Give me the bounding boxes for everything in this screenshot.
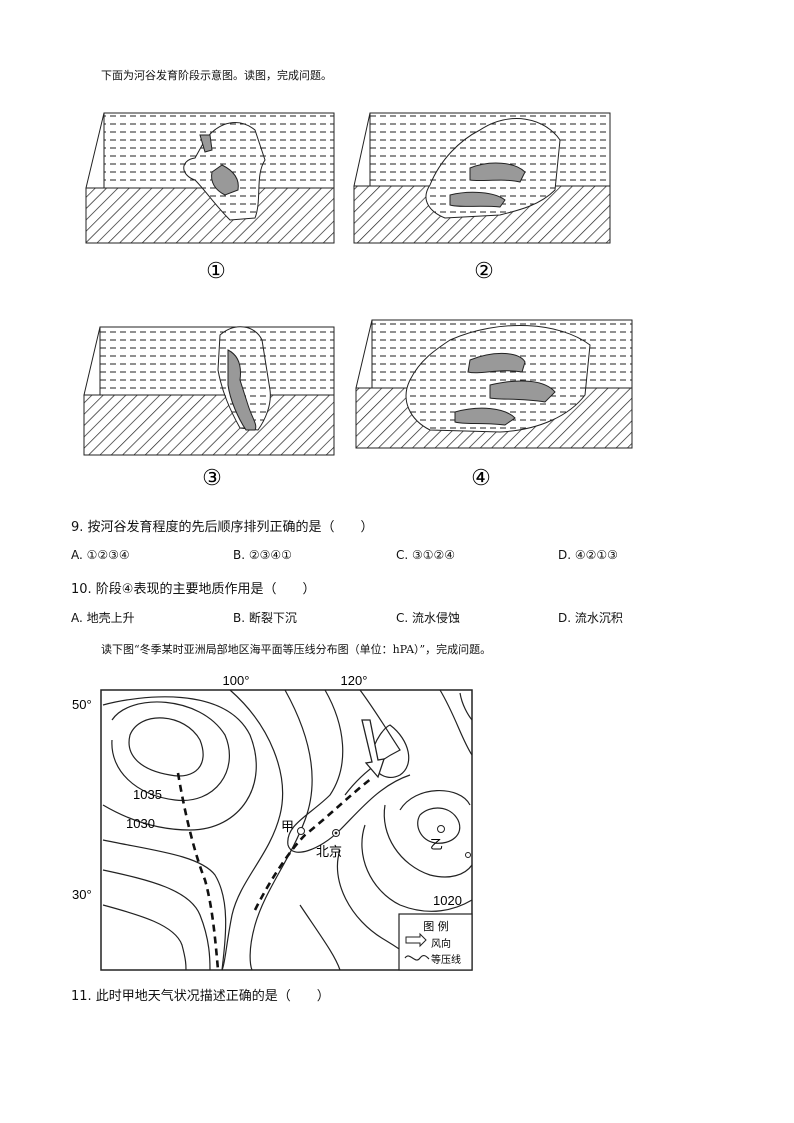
legend-isobar-label: 等压线 (431, 953, 461, 966)
question-9-option-a[interactable]: A. ①②③④ (71, 548, 130, 562)
block-diagram-4 (355, 319, 633, 449)
cold-front-west (176, 772, 220, 971)
question-10-option-d[interactable]: D. 流水沉积 (558, 611, 623, 625)
block-diagram-3 (83, 326, 335, 456)
isobar-lines (102, 689, 473, 971)
stage-label-4: ④ (471, 466, 491, 491)
lon-label-120: 120° (341, 673, 368, 688)
lat-label-30: 30° (72, 887, 92, 902)
legend-isobar-icon (404, 955, 430, 961)
place-jia-label: 甲 (281, 819, 294, 834)
cold-front-east (253, 776, 373, 911)
stage-label-2: ② (474, 259, 494, 284)
place-yi-label: 乙 (430, 837, 443, 852)
place-jia-marker (297, 827, 305, 835)
question-9-stem: 9. 按河谷发育程度的先后顺序排列正确的是（ ） (71, 520, 374, 535)
legend-wind-label: 风向 (431, 937, 451, 950)
block-diagram-2 (353, 112, 611, 244)
map-legend: 图 例 风向 等压线 (398, 913, 473, 971)
legend-title: 图 例 (423, 919, 449, 933)
stage-label-3: ③ (202, 466, 222, 491)
isobar-label-1020: 1020 (433, 893, 462, 908)
wind-arrow-icon (361, 719, 385, 779)
intro-text-2: 读下图“冬季某时亚洲局部地区海平面等压线分布图（单位：hPA）”，完成问题。 (101, 643, 492, 656)
lon-label-100: 100° (223, 673, 250, 688)
valley-stage-diagrams: ① ② ③ ④ (83, 112, 633, 491)
question-10-stem: 10. 阶段④表现的主要地质作用是（ ） (71, 582, 316, 597)
beijing-label: 北京 (316, 844, 342, 859)
question-9-option-b[interactable]: B. ②③④① (233, 548, 292, 562)
question-9-option-c[interactable]: C. ③①②④ (396, 548, 456, 562)
block-diagram-1 (85, 112, 335, 244)
question-10-option-c[interactable]: C. 流水侵蚀 (396, 611, 461, 625)
legend-wind-icon (405, 932, 427, 948)
question-9-option-d[interactable]: D. ④②①③ (558, 548, 618, 562)
lat-label-50: 50° (72, 697, 92, 712)
place-yi-marker (437, 825, 445, 833)
stage-label-1: ① (206, 259, 226, 284)
isobar-label-1030: 1030 (126, 816, 155, 831)
intro-text-1: 下面为河谷发育阶段示意图。读图，完成问题。 (101, 69, 332, 82)
isobar-label-1035: 1035 (133, 787, 162, 802)
question-11-stem: 11. 此时甲地天气状况描述正确的是（ ） (71, 989, 330, 1004)
question-10-option-a[interactable]: A. 地壳上升 (71, 611, 135, 625)
isobar-map: 100° 120° 50° 30° 1035 1030 1020 (72, 673, 473, 971)
question-10-option-b[interactable]: B. 断裂下沉 (233, 611, 297, 625)
